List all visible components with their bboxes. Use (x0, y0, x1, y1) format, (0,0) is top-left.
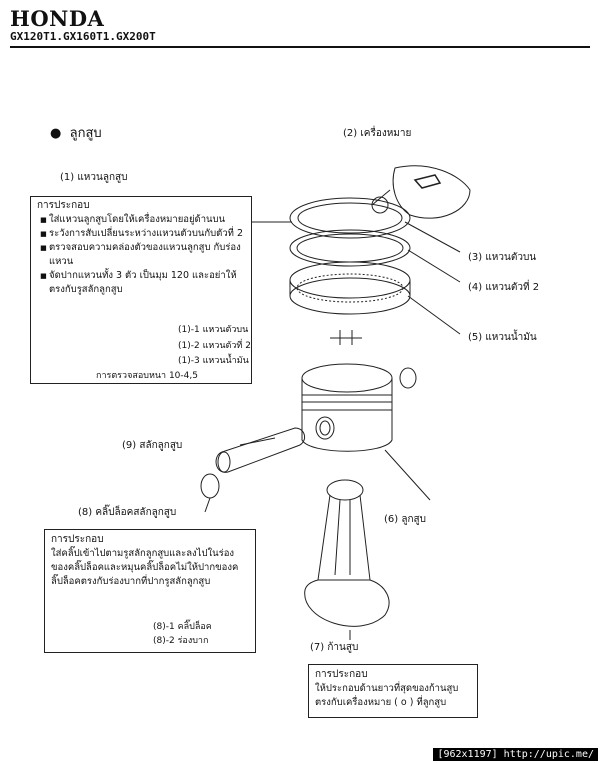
oil-ring-expander (296, 273, 404, 303)
rod-box-title: การประกอบ (315, 669, 368, 680)
leader-pin (239, 437, 276, 446)
label-mark: (2) เครื่องหมาย (343, 128, 412, 139)
mark-detail-symbol (413, 174, 442, 189)
conrod-assembly-box: การประกอบ ให้ประกอบด้านยาวที่สุดของก้านส… (308, 664, 478, 718)
leader-top-ring (404, 221, 461, 253)
watermark: [962x1197] http://upic.me/ (433, 748, 598, 761)
label-oil-ring: (5) แหวนน้ำมัน (468, 332, 537, 343)
clip-assembly-box: การประกอบ ใส่คลิ๊ปเข้าไปตามรูสลักลูกสูบแ… (44, 529, 256, 653)
conrod-small-end (326, 479, 364, 501)
leader-oil-ring (407, 295, 461, 335)
clip-box-text: ใส่คลิ๊ปเข้าไปตามรูสลักลูกสูบและลงไปในร่… (51, 548, 239, 587)
header-divider (10, 46, 590, 48)
ring-assembly-box: การประกอบ ใส่แหวนลูกสูบโดยให้เครื่องหมาย… (30, 196, 252, 384)
label-second-ring: (4) แหวนตัวที่ 2 (468, 282, 540, 293)
label-piston: (6) ลูกสูบ (384, 514, 426, 525)
piston-crown (301, 363, 393, 393)
clip-left (200, 473, 220, 499)
conrod-big-end (304, 579, 390, 627)
ring-box-list: ใส่แหวนลูกสูบโดยให้เครื่องหมายอยู่ด้านบน… (37, 213, 245, 297)
second-ring-outer (289, 229, 411, 267)
label-top-ring: (3) แหวนตัวบน (468, 252, 537, 263)
top-ring-outer (289, 197, 411, 239)
ring-box-item: ตรวจสอบความคล่องตัวของแหวนลูกสูบ กับร่อง… (49, 241, 245, 269)
ring-box-item: จัดปากแหวนทั้ง 3 ตัว เป็นมุม 120 และอย่า… (49, 269, 245, 297)
model-line: GX120T1.GX160T1.GX200T (10, 30, 156, 43)
mark-circle (371, 196, 389, 214)
section-title-text: ลูกสูบ (69, 126, 102, 141)
clip-legend-1: (8)-1 คลิ๊ปล็อค (153, 622, 212, 632)
clip-right (399, 367, 417, 389)
ring-check-note: การตรวจสอบหนา 10-4,5 (96, 371, 198, 381)
ring-legend-1: (1)-1 แหวนตัวบน (178, 325, 249, 335)
bullet-icon: ● (50, 126, 70, 141)
label-piston-rings: (1) แหวนลูกสูบ (60, 172, 128, 183)
section-title: ● ลูกสูบ (50, 122, 102, 143)
brand-logo: HONDA (10, 6, 105, 31)
label-pin-clip: (8) คลิ๊ปล็อคสลักลูกสูบ (78, 507, 177, 518)
ring-legend-3: (1)-3 แหวนน้ำมัน (178, 356, 249, 366)
leader-second-ring (407, 249, 461, 283)
oil-ring-bottom (289, 277, 411, 315)
leader-clip (204, 497, 211, 513)
ring-box-item: ระวังการสับเปลี่ยนระหว่างแหวนตัวบนกับตัว… (49, 227, 245, 241)
piston-pin (215, 427, 306, 473)
conrod-beam (317, 494, 371, 581)
ring-box-item: ใส่แหวนลูกสูบโดยให้เครื่องหมายอยู่ด้านบน (49, 213, 245, 227)
clip-legend-2: (8)-2 ร่องบาก (153, 636, 209, 646)
label-conrod: (7) ก้านสูบ (310, 642, 359, 653)
piston-body (301, 378, 393, 452)
label-piston-pin: (9) สลักลูกสูบ (122, 440, 183, 451)
top-ring-inner (297, 202, 403, 234)
rod-box-text: ให้ประกอบด้านยาวที่สุดของก้านสูบตรงกับเค… (315, 683, 459, 708)
ring-legend-2: (1)-2 แหวนตัวที่ 2 (178, 341, 251, 351)
clip-box-title: การประกอบ (51, 534, 104, 545)
piston-pin-boss (315, 416, 335, 440)
ring-box-title: การประกอบ (37, 200, 90, 211)
oil-ring-top (289, 261, 411, 299)
mark-detail-blob (392, 165, 471, 219)
leader-piston (384, 449, 431, 501)
